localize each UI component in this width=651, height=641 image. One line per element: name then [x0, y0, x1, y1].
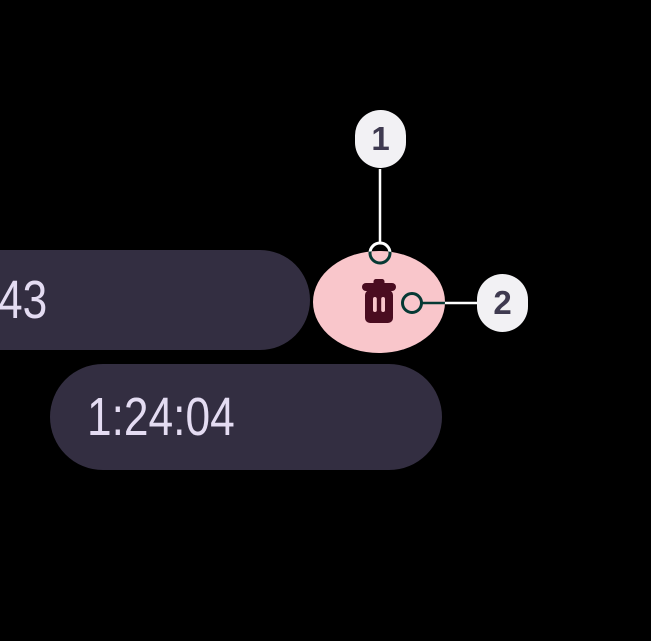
callout-2-label: 2 — [493, 284, 512, 321]
time-chip-full-text: 1:24:04 — [87, 387, 235, 447]
callout-2-badge: 2 — [477, 274, 528, 332]
time-chip-full: 1:24:04 — [50, 364, 442, 470]
callout-1-label: 1 — [371, 120, 390, 157]
time-chip-partial: 43 — [0, 250, 310, 350]
delete-button[interactable] — [313, 251, 445, 353]
trash-icon — [362, 278, 396, 326]
callout-1-badge: 1 — [355, 110, 406, 168]
time-chip-partial-text: 43 — [0, 270, 48, 330]
